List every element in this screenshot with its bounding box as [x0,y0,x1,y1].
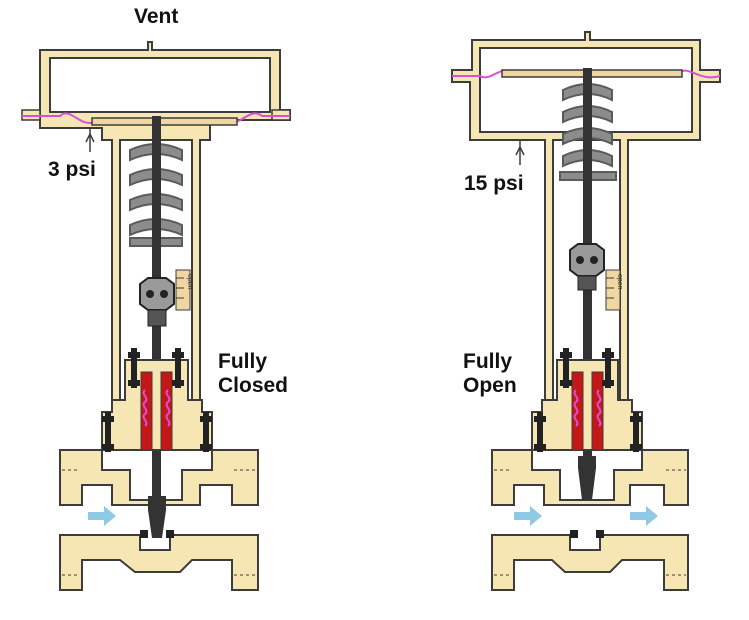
state-label-open-line2: Open [463,374,517,397]
state-label-closed-line1: Fully [218,350,268,373]
signal-port-open [515,140,525,165]
state-label-closed-line2: Closed [218,374,289,397]
valve-plug [140,496,174,538]
state-label-open: Fully Open [463,350,517,398]
signal-port [85,128,95,152]
packing-open [571,371,604,451]
valve-plug-open [570,456,604,538]
travel-scale-open: open [605,269,623,311]
state-label-closed: Fully Closed [218,350,288,398]
valve-body [59,449,259,591]
pressure-label-open: 15 psi [464,172,524,195]
scale-text-closed: open [186,274,193,290]
state-label-open-line1: Fully [463,350,513,373]
valve-open: open [451,31,721,591]
diaphragm-plate [91,117,238,126]
packing [140,371,173,451]
stem-connector-open [569,243,605,291]
flow-arrow-in-open [514,506,542,526]
flow-arrow-in [88,506,116,526]
flow-arrow-out-open [630,506,658,526]
valve-closed: open [21,41,291,591]
stem-connector [139,277,175,327]
pressure-label-closed: 3 psi [48,158,96,181]
vent-label: Vent [134,5,179,28]
scale-text-open: open [616,274,623,290]
valve-body-open [491,449,689,591]
travel-scale: open [175,269,193,311]
